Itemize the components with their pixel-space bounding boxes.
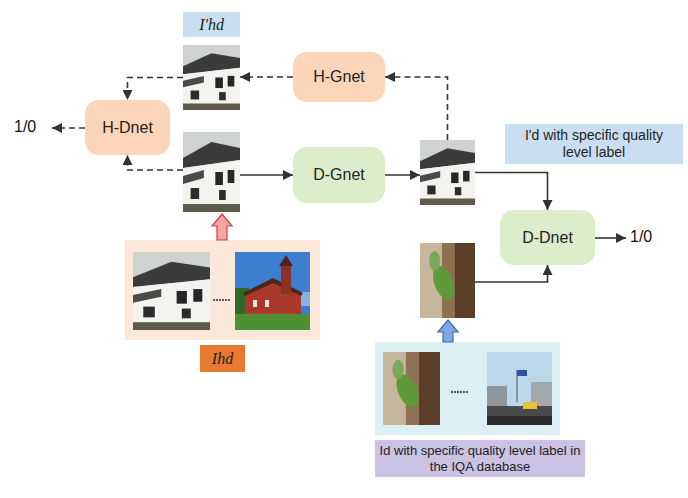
discriminator-box: D-Dnet (500, 210, 595, 265)
distorted-photo (420, 243, 475, 318)
generator-box: H-Gnet (293, 52, 385, 102)
solid-arrow (385, 174, 420, 176)
image-label: I'hd (199, 15, 224, 34)
image-set: Id with specific quality level label in … (375, 342, 560, 435)
sample-arrow (438, 320, 458, 342)
box-label: H-Gnet (313, 67, 365, 86)
output-label: 1/0 (630, 228, 652, 246)
box-label: H-Dnet (102, 118, 153, 137)
sample-arrow (212, 214, 232, 240)
label-box: I'd with specific quality level label (505, 124, 683, 164)
output-label: 1/0 (14, 118, 36, 136)
degraded-photo (420, 140, 475, 205)
box-label: D-Gnet (313, 165, 365, 184)
dashed-arrow (385, 77, 448, 140)
dashed-arrow (240, 76, 293, 78)
hq-photo (235, 252, 310, 330)
image-label: Ihd (212, 349, 233, 368)
generated-image: I'hd (183, 45, 240, 110)
discriminator-box: H-Dnet (85, 100, 170, 155)
hq-photo (183, 132, 240, 212)
image-label: Id with specific quality level label in … (379, 443, 581, 474)
distorted-photo (487, 352, 552, 425)
image-set: Ihd (125, 240, 320, 340)
generator-box: D-Gnet (293, 147, 385, 203)
output-arrow (595, 237, 626, 239)
label-box: Id with specific quality level label in … (375, 440, 585, 477)
ellipsis-dots (213, 299, 230, 301)
label-box: Ihd (200, 345, 245, 372)
hq-photo (133, 252, 210, 330)
output-arrow (52, 127, 85, 129)
source-panel (125, 240, 320, 340)
label-box: I'hd (183, 12, 240, 37)
solid-arrow (475, 173, 548, 211)
dashed-arrow (128, 155, 184, 170)
generated-photo (183, 45, 240, 110)
image-label: I'd with specific quality level label (509, 127, 679, 161)
ellipsis-dots (451, 391, 468, 393)
degraded-image: I'd with specific quality level label (420, 140, 475, 205)
database-panel (375, 342, 560, 435)
box-label: D-Dnet (522, 228, 573, 247)
distorted-photo (383, 352, 440, 425)
solid-arrow (475, 265, 548, 282)
dashed-arrow (128, 78, 184, 101)
solid-arrow (240, 174, 293, 176)
